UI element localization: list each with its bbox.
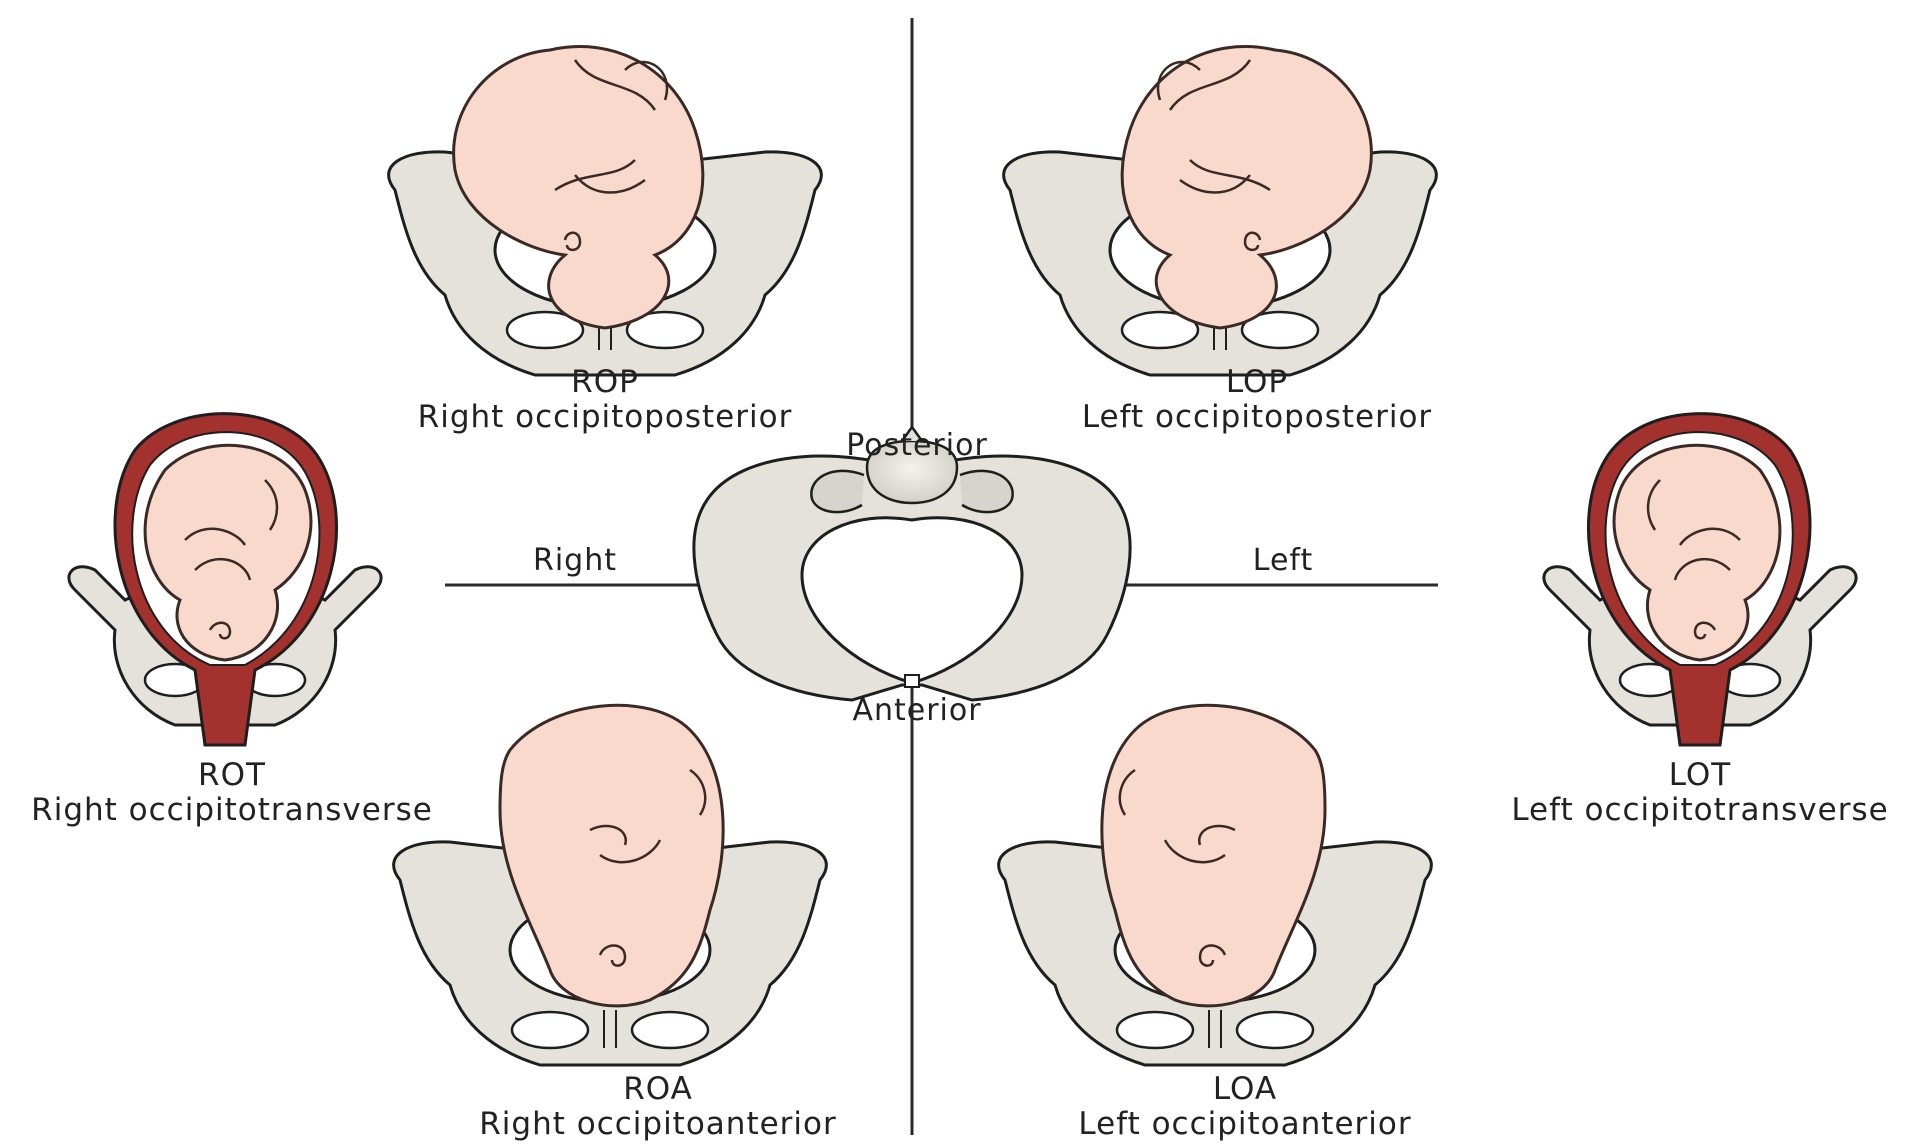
loa-name: Left occipitoanterior — [1078, 1106, 1411, 1142]
lop-name: Left occipitoposterior — [1082, 399, 1432, 435]
anterior-label: Anterior — [852, 693, 981, 728]
rot-name: Right occipitotransverse — [31, 792, 433, 828]
rop-name: Right occipitoposterior — [418, 399, 793, 435]
left-label: Left — [1253, 543, 1313, 578]
loa-code: LOA — [1078, 1072, 1411, 1106]
lop-caption: LOP Left occipitoposterior — [1082, 365, 1432, 435]
rot-caption: ROT Right occipitotransverse — [31, 758, 433, 828]
lot-code: LOT — [1511, 758, 1888, 792]
loa-caption: LOA Left occipitoanterior — [1078, 1072, 1411, 1142]
rop-code: ROP — [418, 365, 793, 399]
loa-illustration — [999, 705, 1432, 1065]
central-pelvis-icon — [694, 427, 1130, 700]
lot-illustration — [1544, 414, 1856, 745]
roa-name: Right occipitoanterior — [479, 1106, 837, 1142]
rop-caption: ROP Right occipitoposterior — [418, 365, 793, 435]
rot-code: ROT — [31, 758, 433, 792]
right-label: Right — [533, 543, 617, 578]
rop-illustration — [389, 47, 822, 375]
rot-illustration — [69, 414, 381, 745]
lot-caption: LOT Left occipitotransverse — [1511, 758, 1888, 828]
lop-code: LOP — [1082, 365, 1432, 399]
roa-code: ROA — [479, 1072, 837, 1106]
roa-caption: ROA Right occipitoanterior — [479, 1072, 837, 1142]
roa-illustration — [394, 705, 827, 1065]
lop-illustration — [1004, 47, 1437, 375]
lot-name: Left occipitotransverse — [1511, 792, 1888, 828]
posterior-label: Posterior — [846, 428, 988, 463]
